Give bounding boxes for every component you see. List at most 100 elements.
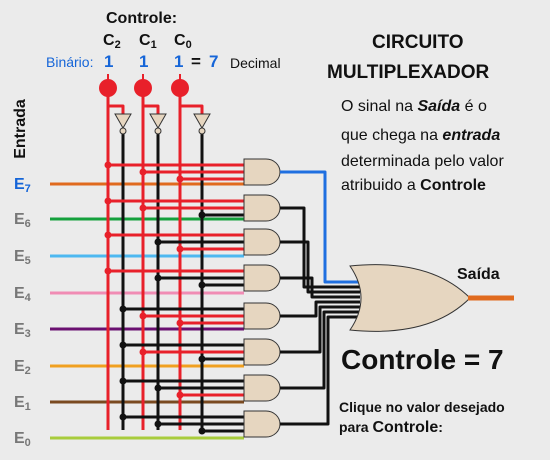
junction-dot (139, 312, 147, 320)
and-gate-7 (243, 158, 281, 186)
junction-dot (198, 427, 206, 435)
description-line-1: O sinal na Saída é o (341, 98, 487, 116)
binario-label: Binário: (46, 54, 94, 70)
input-label-name: E (14, 394, 25, 411)
input-label-name: E (14, 430, 25, 447)
bit-label-c0: C0 (174, 32, 192, 51)
inverter-gate (149, 113, 167, 130)
bit-label-c2: C2 (103, 32, 121, 51)
and-output-wire (280, 170, 360, 284)
input-label-e7: E7 (14, 176, 31, 195)
bit-value-c2[interactable]: 1 (104, 52, 114, 71)
input-label-e0: E0 (14, 430, 31, 449)
entrada-label: Entrada (11, 99, 29, 159)
junction-dot (139, 348, 147, 356)
and-gate-5 (243, 228, 281, 256)
input-label-name: E (14, 358, 25, 375)
and-gate-3 (243, 302, 281, 330)
input-label-subscript: 7 (24, 183, 31, 195)
junction-dot (139, 204, 147, 212)
input-label-name: E (14, 248, 25, 265)
input-label-name: E (14, 176, 25, 193)
and-gate-6 (243, 194, 281, 222)
junction-dot (154, 420, 162, 428)
junction-dot (176, 319, 184, 327)
junction-dot (198, 211, 206, 219)
input-label-subscript: 5 (24, 255, 31, 267)
bit-value-c1[interactable]: 1 (139, 52, 149, 71)
bit-subscript: 2 (114, 39, 121, 51)
and-gate-1 (243, 374, 281, 402)
desc-text: atribuido a (341, 177, 421, 194)
and-gate-4 (243, 264, 281, 292)
inverter-bubble (198, 127, 206, 135)
instr-text: para (339, 419, 373, 435)
control-input-c1 (134, 79, 152, 97)
inverter-feed-1 (141, 100, 160, 114)
junction-dot (154, 238, 162, 246)
decimal-value: 7 (209, 52, 219, 71)
bit-name: C (174, 32, 186, 49)
controle-result: Controle = 7 (341, 344, 504, 375)
inverter-feed-0 (106, 100, 125, 114)
junction-dot (104, 231, 112, 239)
inverter-gate (114, 113, 132, 130)
junction-dot (119, 305, 127, 313)
input-label-e6: E6 (14, 211, 31, 230)
and-output-wire (280, 300, 360, 318)
input-label-subscript: 2 (24, 365, 31, 377)
desc-text: é o (460, 98, 487, 115)
and-output-wire (280, 310, 360, 390)
and-output-wire (280, 305, 360, 354)
input-label-name: E (14, 211, 25, 228)
bit-subscript: 1 (150, 39, 157, 51)
input-label-subscript: 1 (24, 401, 31, 413)
input-label-e1: E1 (14, 394, 31, 413)
description-line-3: determinada pelo valor (341, 153, 504, 170)
control-input-c0 (171, 79, 189, 97)
inverter-feed-2 (178, 100, 204, 114)
junction-dot (198, 281, 206, 289)
and-output-wire (280, 206, 360, 289)
junction-dot (119, 341, 127, 349)
junction-dot (198, 355, 206, 363)
junction-dot (104, 267, 112, 275)
junction-dot (154, 274, 162, 282)
and-output-wire (280, 240, 360, 294)
decimal-label: Decimal (230, 55, 281, 71)
desc-text: que chega na (341, 127, 443, 144)
instr-text: : (438, 419, 443, 435)
input-label-subscript: 4 (24, 292, 31, 304)
description-line-4: atribuido a Controle (341, 177, 486, 195)
desc-emphasis: Controle (420, 177, 486, 194)
inverter-gate (193, 113, 211, 130)
junction-dot (119, 413, 127, 421)
junction-dot (176, 391, 184, 399)
desc-emphasis: entrada (442, 127, 501, 144)
bit-value-c0[interactable]: 1 (174, 52, 184, 71)
inverter-bubble (154, 127, 162, 135)
or-gate (349, 264, 471, 332)
input-label-e4: E4 (14, 285, 31, 304)
instruction-line-1: Clique no valor desejado (339, 399, 505, 415)
instr-emphasis: Controle (372, 419, 439, 436)
desc-emphasis: Saída (417, 98, 461, 115)
inverter-bubble (119, 127, 127, 135)
and-gate-0 (243, 410, 281, 438)
controle-header: Controle: (106, 10, 178, 27)
input-label-subscript: 0 (24, 437, 31, 449)
junction-dot (104, 161, 112, 169)
and-output-wire (280, 276, 360, 299)
and-output-wire (280, 315, 360, 426)
junction-dot (139, 168, 147, 176)
desc-text: O sinal na (341, 98, 418, 115)
input-label-e2: E2 (14, 358, 31, 377)
control-input-c2 (99, 79, 117, 97)
and-gate-2 (243, 338, 281, 366)
junction-dot (176, 175, 184, 183)
input-label-e3: E3 (14, 321, 31, 340)
input-label-subscript: 3 (24, 328, 31, 340)
junction-dot (154, 384, 162, 392)
junction-dot (104, 197, 112, 205)
